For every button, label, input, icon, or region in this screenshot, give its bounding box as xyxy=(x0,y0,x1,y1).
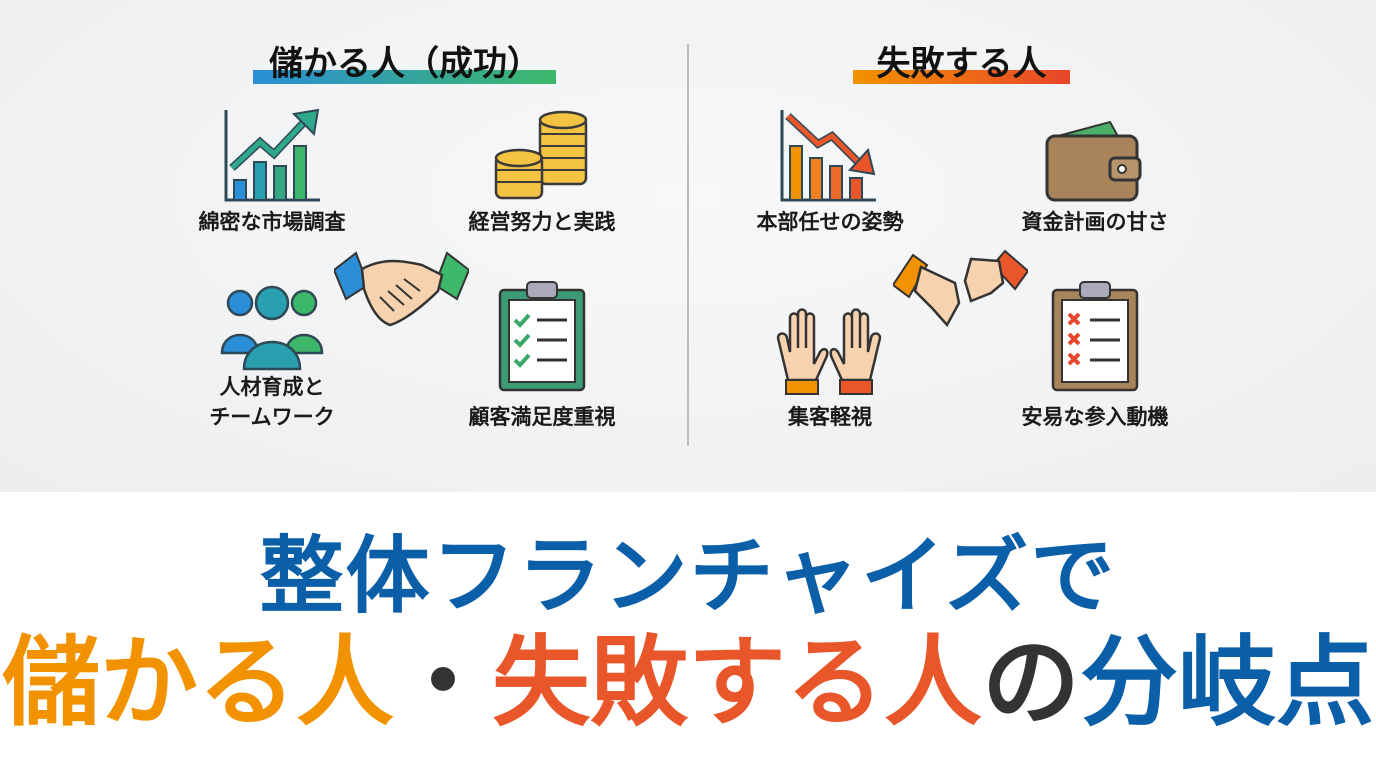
growth-chart-icon xyxy=(224,108,320,202)
label-neglect-customer-acquisition: 集客軽視 xyxy=(788,405,872,429)
title-failure-people: 失敗する人 xyxy=(491,626,982,740)
label-team-development-2: チームワーク xyxy=(209,405,335,429)
handshake-icon xyxy=(334,251,469,327)
title-separator-dot: ・ xyxy=(393,626,492,740)
checklist-clipboard-icon xyxy=(498,281,586,392)
open-hands-icon xyxy=(776,308,882,395)
main-title-line2: 儲かる人・失敗する人の分岐点 xyxy=(0,628,1376,738)
label-poor-funding-plan: 資金計画の甘さ xyxy=(1021,210,1169,234)
success-underline xyxy=(253,70,556,84)
x-checklist-clipboard-icon xyxy=(1051,281,1139,392)
failure-underline xyxy=(853,70,1070,84)
label-management-effort: 経営努力と実践 xyxy=(468,210,616,234)
label-team-development-1: 人材育成と xyxy=(219,375,325,399)
label-customer-satisfaction: 顧客満足度重視 xyxy=(468,405,616,429)
main-title-line1: 整体フランチャイズで xyxy=(0,528,1376,624)
title-profit-people: 儲かる人 xyxy=(1,626,394,740)
title-particle: の xyxy=(982,626,1081,740)
empty-wallet-icon xyxy=(1045,120,1142,202)
broken-handshake-icon xyxy=(893,249,1028,328)
failure-heading: 失敗する人 xyxy=(876,44,1047,84)
title-turning-point: 分岐点 xyxy=(1080,626,1375,740)
team-people-icon xyxy=(220,285,324,371)
divider xyxy=(687,44,689,446)
title-line1-text: 整体フランチャイズで xyxy=(259,527,1117,625)
coins-icon xyxy=(494,110,588,200)
label-reliance-on-hq: 本部任せの姿勢 xyxy=(756,210,904,234)
label-careless-motive: 安易な参入動機 xyxy=(1021,405,1169,429)
label-market-research: 綿密な市場調査 xyxy=(198,210,346,234)
success-heading: 儲かる人（成功） xyxy=(269,44,541,84)
declining-chart-icon xyxy=(780,110,876,202)
